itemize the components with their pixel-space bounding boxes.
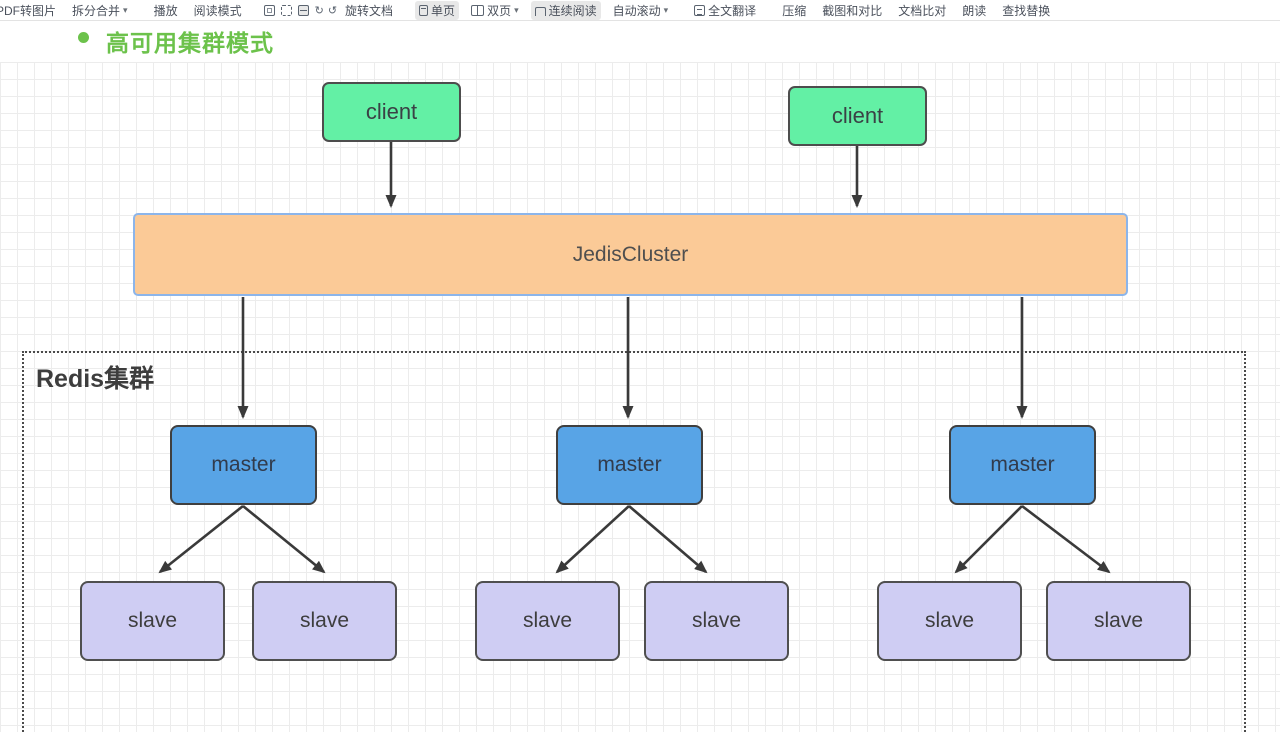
- list-bullet-icon: [78, 32, 89, 43]
- toolbar-item-label: 单页: [431, 3, 456, 18]
- chevron-down-icon: ▾: [514, 5, 519, 15]
- toolbar-item-label: 查找替换: [1002, 3, 1051, 18]
- toolbar-item-label: 拆分合并: [72, 3, 121, 18]
- master-node-1: master: [170, 425, 317, 505]
- pdf-toolbar: PDF转图片 拆分合并 ▾ 播放 阅读模式 ↻ ↺ 旋转文档 单页 双页 ▾: [0, 0, 1280, 21]
- toolbar-translate-button[interactable]: 全文翻译: [690, 1, 760, 20]
- node-label: master: [990, 453, 1055, 476]
- redis-cluster-region: [22, 351, 1246, 732]
- toolbar-item-label: 连续阅读: [548, 3, 597, 18]
- fit-width-icon[interactable]: [297, 4, 309, 16]
- toolbar-item-label: 文档比对: [898, 3, 947, 18]
- node-label: master: [211, 453, 276, 476]
- toolbar-compress-button[interactable]: 压缩: [778, 1, 810, 20]
- chevron-down-icon: ▾: [123, 5, 128, 15]
- node-label: master: [597, 453, 662, 476]
- node-label: slave: [299, 609, 350, 632]
- node-label: client: [831, 103, 884, 128]
- continuous-scroll-icon: [534, 6, 546, 16]
- toolbar-item-label: 旋转文档: [345, 3, 394, 18]
- master-node-3: master: [949, 425, 1096, 505]
- slave-node-4: slave: [644, 581, 789, 661]
- toolbar-item-label: 朗读: [962, 3, 987, 18]
- toolbar-item-label: 阅读模式: [193, 3, 242, 18]
- toolbar-item-label: 截图和对比: [822, 3, 883, 18]
- toolbar-two-page-button[interactable]: 双页 ▾: [467, 1, 523, 20]
- single-page-icon: [419, 4, 429, 16]
- toolbar-play-button[interactable]: 播放: [150, 1, 182, 20]
- toolbar-doc-compare-button[interactable]: 文档比对: [894, 1, 950, 20]
- toolbar-item-label: PDF转图片: [0, 3, 57, 18]
- toolbar-item-label: 全文翻译: [708, 3, 757, 18]
- rotate-right-icon[interactable]: ↻: [314, 4, 324, 17]
- client-node-1: client: [322, 82, 461, 142]
- node-label: slave: [924, 609, 975, 632]
- rotate-left-icon[interactable]: ↺: [327, 4, 338, 17]
- node-label: client: [365, 99, 418, 124]
- translate-icon: [694, 4, 706, 16]
- toolbar-item-label: 自动滚动: [612, 3, 661, 18]
- jediscluster-node: JedisCluster: [133, 213, 1128, 296]
- toolbar-item-label: 双页: [487, 3, 512, 18]
- slave-node-6: slave: [1046, 581, 1191, 661]
- node-label: slave: [1093, 609, 1144, 632]
- toolbar-rotate-document-button[interactable]: 旋转文档: [341, 1, 397, 20]
- node-label: slave: [127, 609, 178, 632]
- node-label: JedisCluster: [572, 242, 689, 266]
- toolbar-find-replace-button[interactable]: 查找替换: [998, 1, 1054, 20]
- two-page-icon: [471, 4, 485, 16]
- toolbar-auto-scroll-button[interactable]: 自动滚动 ▾: [609, 1, 673, 20]
- toolbar-read-mode-button[interactable]: 阅读模式: [190, 1, 246, 20]
- client-node-2: client: [788, 86, 927, 146]
- master-node-2: master: [556, 425, 703, 505]
- toolbar-screenshot-compare-button[interactable]: 截图和对比: [818, 1, 886, 20]
- toolbar-read-aloud-button[interactable]: 朗读: [958, 1, 990, 20]
- slave-node-1: slave: [80, 581, 225, 661]
- node-label: slave: [691, 609, 742, 632]
- slave-node-5: slave: [877, 581, 1022, 661]
- slave-node-2: slave: [252, 581, 397, 661]
- toolbar-single-page-button[interactable]: 单页: [415, 0, 460, 20]
- slave-node-3: slave: [475, 581, 620, 661]
- toolbar-pdf-to-image-button[interactable]: PDF转图片: [0, 1, 60, 20]
- chevron-down-icon: ▾: [663, 5, 669, 15]
- redis-cluster-label: Redis集群: [36, 365, 155, 393]
- fit-page-icon[interactable]: [280, 4, 292, 16]
- section-title: 高可用集群模式: [106, 30, 274, 56]
- actual-size-icon[interactable]: [263, 4, 275, 16]
- toolbar-continuous-read-button[interactable]: 连续阅读: [530, 0, 601, 20]
- toolbar-item-label: 压缩: [782, 3, 807, 18]
- toolbar-split-merge-button[interactable]: 拆分合并 ▾: [68, 1, 132, 20]
- node-label: slave: [522, 609, 573, 632]
- toolbar-item-label: 播放: [153, 3, 178, 18]
